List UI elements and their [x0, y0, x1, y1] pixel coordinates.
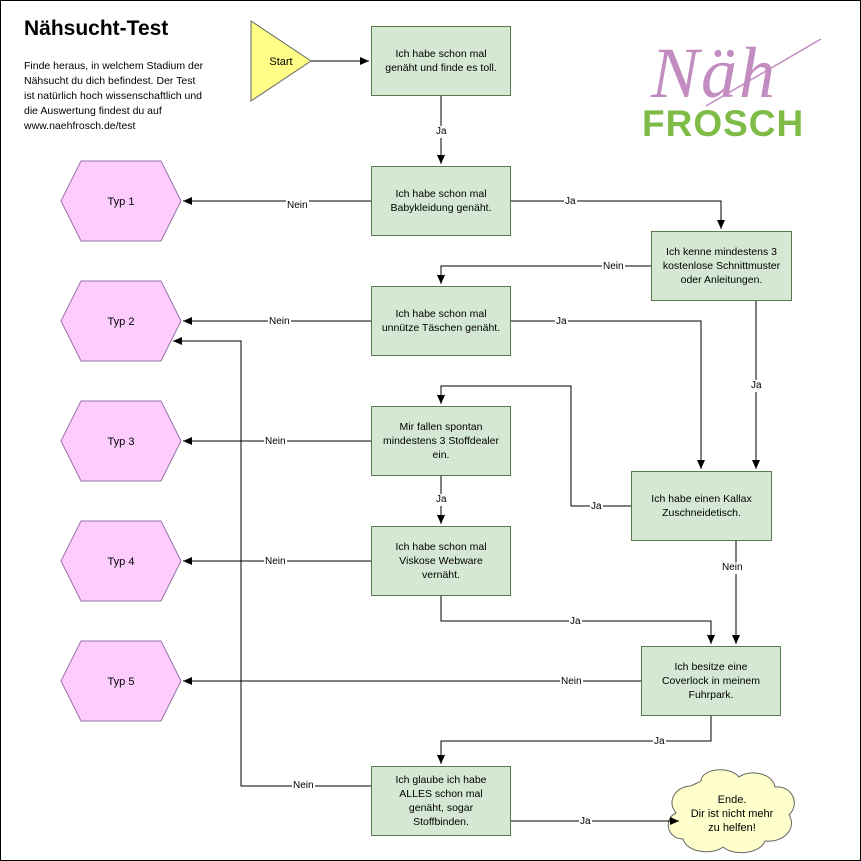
question-3-line: Ich kenne mindestens 3 — [666, 246, 777, 258]
type-3-label: Typ 3 — [108, 436, 135, 448]
question-5-line: Mir fallen spontan — [399, 421, 483, 433]
question-8-line: Coverlock in meinem — [661, 675, 761, 687]
question-box-3: Ich kenne mindestens 3 kostenlose Schnit… — [651, 231, 792, 301]
intro-text: Finde heraus, in welchem Stadium der Näh… — [24, 59, 244, 134]
type-5-hexagon — [60, 640, 182, 722]
type-1-label: Typ 1 — [108, 196, 135, 208]
edge-label-ja: Ja — [555, 316, 568, 328]
question-2-line: Babykleidung genäht. — [390, 202, 492, 214]
intro-line: Finde heraus, in welchem Stadium der — [24, 60, 204, 72]
page-title: Nähsucht-Test — [24, 17, 169, 40]
question-9-line: ALLES schon mal — [399, 788, 483, 800]
edge-q3-q4 — [437, 265, 651, 284]
question-box-4: Ich habe schon mal unnütze Täschen genäh… — [371, 286, 511, 356]
edge-label-ja: Ja — [579, 816, 592, 828]
edge-label-nein: Nein — [721, 562, 744, 574]
question-8-line: Ich besitze eine — [674, 661, 748, 673]
question-5-line: ein. — [432, 449, 450, 461]
type-2-label: Typ 2 — [108, 316, 135, 328]
question-box-8: Ich besitze eine Coverlock in meinem Fuh… — [641, 646, 781, 716]
edge-q4-q6 — [511, 320, 705, 469]
end-label-line-1: Ende. — [718, 794, 747, 806]
edge-label-nein: Nein — [268, 316, 291, 328]
question-1-line: Ich habe schon mal — [395, 48, 487, 60]
start-label: Start — [269, 56, 292, 68]
question-3-line: oder Anleitungen. — [680, 274, 763, 286]
question-1-line: genäht und finde es toll. — [385, 62, 497, 74]
question-box-1: Ich habe schon mal genäht und finde es t… — [371, 26, 511, 96]
type-3-hexagon — [60, 400, 182, 482]
question-4-line: unnütze Täschen genäht. — [381, 322, 501, 334]
edge-label-nein: Nein — [264, 556, 287, 568]
edge-label-ja: Ja — [435, 494, 448, 506]
question-8-line: Fuhrpark. — [688, 689, 734, 701]
edge-q8-q9 — [437, 716, 712, 764]
logo-needle — [705, 38, 822, 107]
start-shape — [250, 20, 312, 102]
question-6-line: Ich habe einen Kallax — [651, 493, 752, 505]
edge-label-ja: Ja — [435, 126, 448, 138]
question-9-line: Stoffbinden. — [413, 816, 469, 828]
question-9-line: genäht, sogar — [408, 802, 474, 814]
edge-label-ja: Ja — [750, 380, 763, 392]
intro-line: ist natürlich hoch wissenschaftlich und — [24, 90, 203, 102]
question-7-line: vernäht. — [422, 569, 460, 581]
intro-line: Nähsucht du dich befindest. Der Test — [24, 75, 196, 87]
question-9-line: Ich glaube ich habe — [395, 774, 487, 786]
type-5-label: Typ 5 — [108, 676, 135, 688]
question-box-6: Ich habe einen Kallax Zuschneidetisch. — [631, 471, 772, 541]
question-box-5: Mir fallen spontan mindestens 3 Stoffdea… — [371, 406, 511, 476]
question-3-line: kostenlose Schnittmuster — [662, 260, 781, 272]
edge-label-nein: Nein — [292, 780, 315, 792]
edge-label-nein: Nein — [560, 676, 583, 688]
logo-naeh: Näh — [651, 33, 778, 113]
intro-line: www.naehfrosch.de/test — [24, 120, 136, 132]
question-box-9: Ich glaube ich habe ALLES schon mal genä… — [371, 766, 511, 836]
edge-label-nein: Nein — [286, 200, 309, 212]
type-2-hexagon — [60, 280, 182, 362]
end-label-line-2: Dir ist nicht mehr — [691, 808, 774, 820]
intro-line: die Auswertung findest du auf — [24, 105, 162, 117]
question-4-line: Ich habe schon mal — [395, 308, 487, 320]
edge-label-nein: Nein — [264, 436, 287, 448]
end-cloud — [667, 769, 795, 854]
question-5-line: mindestens 3 Stoffdealer — [383, 435, 499, 447]
question-2-line: Ich habe schon mal — [395, 188, 487, 200]
type-4-label: Typ 4 — [108, 556, 135, 568]
edge-label-ja: Ja — [569, 616, 582, 628]
type-1-hexagon — [60, 160, 182, 242]
question-7-line: Viskose Webware — [399, 555, 483, 567]
edge-label-ja: Ja — [590, 501, 603, 513]
question-box-7: Ich habe schon mal Viskose Webware vernä… — [371, 526, 511, 596]
edge-q2-q3 — [511, 200, 725, 229]
type-4-hexagon — [60, 520, 182, 602]
question-6-line: Zuschneidetisch. — [662, 507, 741, 519]
question-7-line: Ich habe schon mal — [395, 541, 487, 553]
logo-frosch: FROSCH — [642, 103, 805, 144]
edge-label-ja: Ja — [564, 196, 577, 208]
end-label-line-3: zu helfen! — [708, 822, 756, 834]
edge-label-ja: Ja — [653, 736, 666, 748]
question-box-2: Ich habe schon mal Babykleidung genäht. — [371, 166, 511, 236]
edge-label-nein: Nein — [602, 261, 625, 273]
